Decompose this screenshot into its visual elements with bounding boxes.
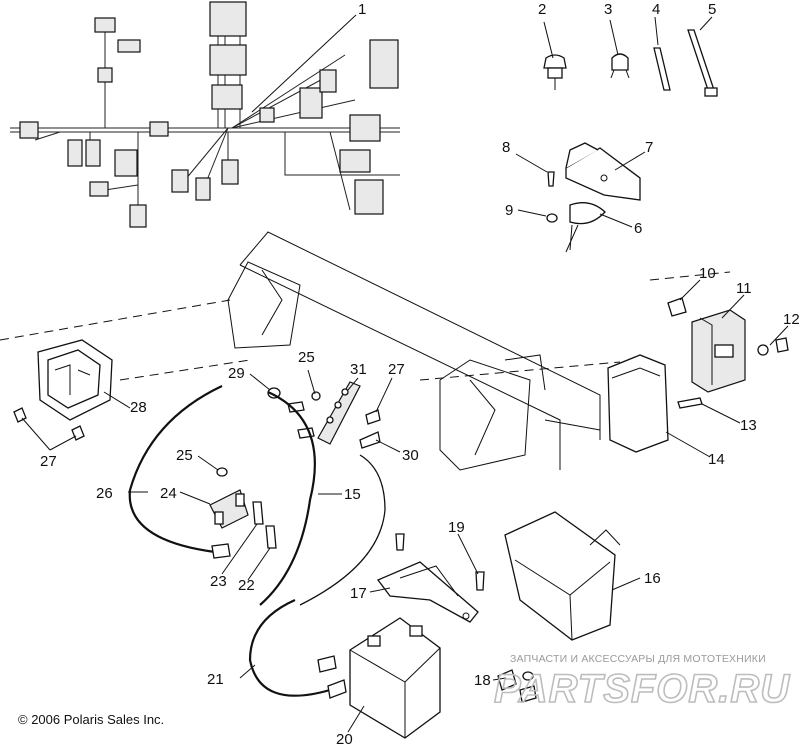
callout-30: 30 [402,447,419,464]
callout-18: 18 [474,672,491,689]
callout-27b: 27 [388,361,405,378]
callout-23: 23 [210,573,227,590]
callout-3: 3 [604,1,612,18]
frame-crossmember [227,231,601,471]
callout-24: 24 [160,485,177,502]
callout-20: 20 [336,731,353,746]
callout-8: 8 [502,139,510,156]
callout-29: 29 [228,365,245,382]
callout-14: 14 [708,451,725,468]
callout-31: 31 [350,361,367,378]
bolt-part [687,29,718,97]
battery-box [504,511,621,641]
callout-21: 21 [207,671,224,688]
mount-bracket [565,142,641,201]
copyright-text: © 2006 Polaris Sales Inc. [18,712,164,727]
nut-part [546,213,558,223]
screw-13-part [677,397,703,409]
callout-26: 26 [96,485,113,502]
strap-part [565,202,606,253]
control-module [691,309,746,393]
module-cover [607,354,669,453]
callout-22: 22 [238,577,255,594]
relay-part [543,54,567,90]
bolt-22 [265,525,277,549]
callout-1: 1 [358,1,366,18]
bolt-23 [252,501,264,525]
cable-15 [259,390,386,606]
nut-12-part [757,337,789,356]
callout-25a: 25 [298,349,315,366]
screw-part [547,171,555,187]
callout-16: 16 [644,570,661,587]
callout-11: 11 [736,280,752,297]
bolt-19 [395,533,485,591]
callout-28: 28 [130,399,147,416]
cable-26 [128,385,231,559]
callout-25b: 25 [176,447,193,464]
nut-25 [216,467,228,477]
callout-numbers: 1 2 3 4 5 7 8 9 6 10 11 12 13 14 16 17 1… [40,1,800,746]
wire-harness [10,1,400,228]
reference-lines [0,271,731,381]
diode-part [610,53,630,79]
leader-lines [21,14,789,733]
callout-2: 2 [538,1,546,18]
callout-15: 15 [344,486,361,503]
battery-holddown [376,561,479,623]
terminal-block [317,381,361,445]
callout-9: 9 [505,202,513,219]
callout-12: 12 [783,311,800,328]
callout-17: 17 [350,585,367,602]
battery [349,617,441,739]
callout-10: 10 [699,265,716,282]
watermark-tagline: ЗАПЧАСТИ И АКСЕССУАРЫ ДЛЯ МОТОТЕХНИКИ [510,653,766,665]
callout-6: 6 [634,220,642,237]
callout-5: 5 [708,1,716,18]
watermark-logo: PARTSFOR.RU [494,667,790,711]
fastener-18 [497,669,537,703]
watermark: ЗАПЧАСТИ И АКСЕССУАРЫ ДЛЯ МОТОТЕХНИКИ PA… [493,653,790,712]
fastener-set [267,387,381,449]
pin-part [653,47,671,91]
callout-4: 4 [652,1,660,18]
cover-28 [37,339,113,421]
callout-19: 19 [448,519,465,536]
spacer-part [667,297,687,317]
solenoid-24 [209,489,249,529]
callout-13: 13 [740,417,757,434]
callout-27a: 27 [40,453,57,470]
cable-21 [248,598,347,699]
callout-7: 7 [645,139,653,156]
